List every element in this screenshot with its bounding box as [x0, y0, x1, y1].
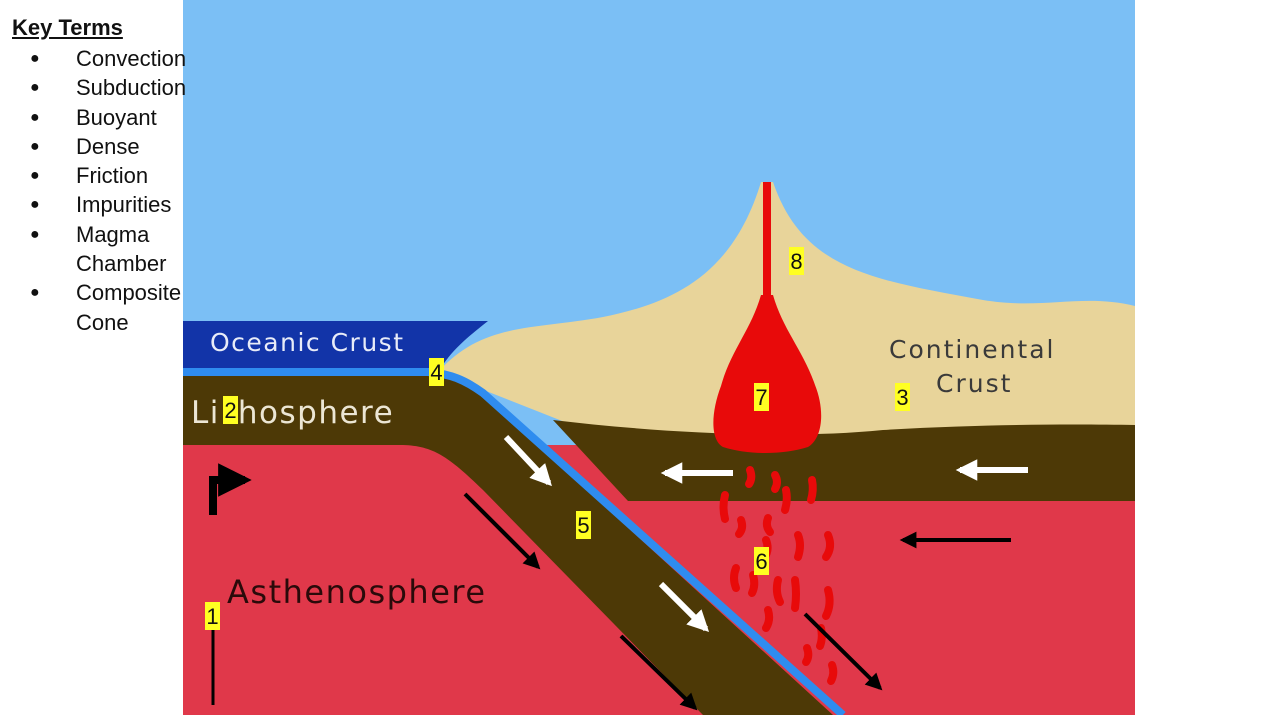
svg-text:7: 7	[755, 385, 767, 410]
continental-crust	[438, 182, 1135, 445]
number-marker-1: 1	[205, 602, 220, 630]
arrow-slab-white-1	[503, 434, 552, 487]
continental-lithosphere	[553, 420, 1135, 501]
subduction-diagram: Oceanic Crust Li hosphere Continental Cru…	[183, 0, 1135, 715]
number-marker-3: 3	[895, 383, 910, 411]
number-marker-4: 4	[429, 358, 444, 386]
key-term-item: Magma Chamber	[12, 220, 212, 279]
asthenosphere-label: Asthenosphere	[227, 573, 487, 611]
key-term-item: Friction	[12, 161, 212, 191]
key-term-item: Buoyant	[12, 103, 212, 133]
subducting-plate-edge	[183, 368, 846, 715]
lithosphere-label-start: Li	[191, 395, 220, 431]
svg-text:3: 3	[896, 385, 908, 410]
number-marker-6: 6	[754, 547, 769, 575]
subduction-diagram-svg: Oceanic Crust Li hosphere Continental Cru…	[183, 0, 1135, 715]
svg-text:1: 1	[206, 604, 218, 629]
lithosphere-label: Li hosphere	[191, 395, 394, 431]
key-term-item: Impurities	[12, 190, 212, 220]
lithosphere-label-end: hosphere	[238, 395, 394, 431]
key-term-item: Convection	[12, 44, 212, 74]
key-terms-list: Convection Subduction Buoyant Dense Fric…	[12, 44, 212, 337]
key-term-item: Subduction	[12, 73, 212, 103]
svg-text:5: 5	[577, 513, 589, 538]
oceanic-crust	[183, 321, 488, 368]
oceanic-lithosphere-slab	[183, 375, 833, 715]
arrow-down-bottom	[619, 634, 698, 711]
motion-arrows	[206, 434, 1028, 711]
arrow-bent	[209, 463, 252, 515]
key-term-item: Composite Cone	[12, 278, 212, 337]
svg-text:6: 6	[755, 549, 767, 574]
continental-crust-label-line2: Crust	[936, 369, 1012, 398]
number-marker-8: 8	[789, 247, 804, 275]
key-terms-panel: Key Terms Convection Subduction Buoyant …	[12, 14, 212, 337]
svg-text:4: 4	[430, 360, 442, 385]
key-terms-title: Key Terms	[12, 15, 123, 40]
svg-text:8: 8	[790, 249, 802, 274]
oceanic-crust-label: Oceanic Crust	[210, 328, 405, 357]
number-marker-5: 5	[576, 511, 591, 539]
magma-chamber	[713, 295, 822, 453]
number-marker-7: 7	[754, 383, 769, 411]
rising-magma-blobs	[719, 466, 838, 685]
key-term-item: Dense	[12, 132, 212, 162]
arrow-down-left	[463, 492, 541, 570]
number-marker-2: 2	[223, 396, 238, 424]
arrow-slab-white-2	[658, 581, 710, 633]
svg-text:2: 2	[224, 398, 236, 423]
arrow-down-right	[803, 612, 883, 691]
volcanic-conduit	[763, 182, 771, 300]
continental-crust-label-line1: Continental	[889, 335, 1055, 364]
